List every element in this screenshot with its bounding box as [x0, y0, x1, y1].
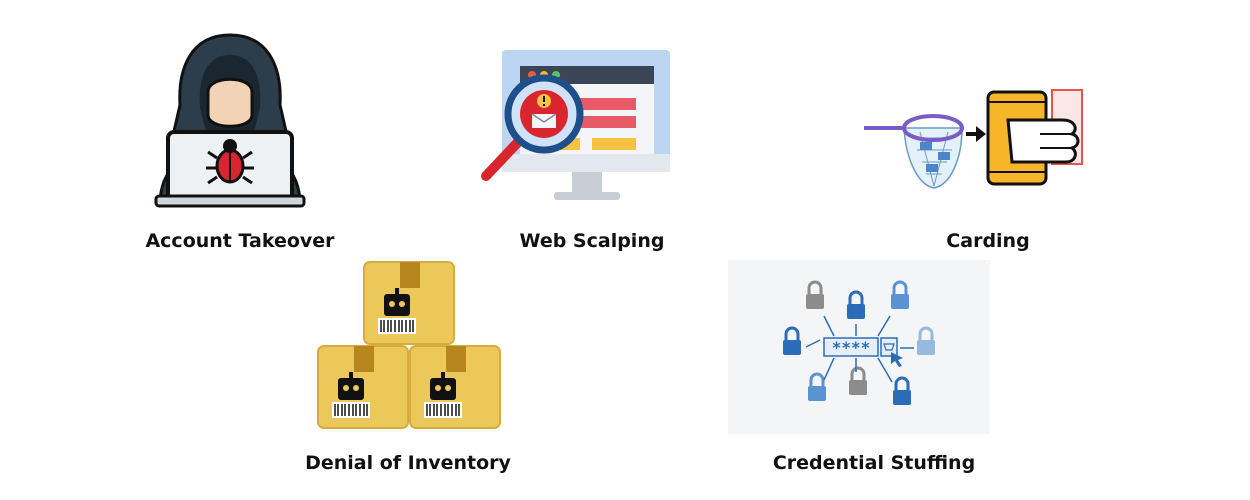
net-phone-hand-card-icon — [864, 89, 1083, 189]
stacked-boxes-robot-icon — [317, 261, 501, 429]
threat-label-denial-of-inventory: Denial of Inventory — [305, 452, 511, 474]
threat-label-credential-stuffing: Credential Stuffing — [772, 452, 976, 474]
password-lock-network-icon: **** — [728, 260, 990, 434]
monitor-magnifier-alert-icon — [481, 50, 670, 200]
hooded-hacker-laptop-bug-icon — [154, 33, 306, 208]
password-text: **** — [832, 338, 871, 357]
threat-label-web-scalping: Web Scalping — [519, 230, 665, 252]
lock-icon-top-left — [806, 280, 824, 309]
threat-label-carding: Carding — [946, 230, 1030, 252]
threat-label-account-takeover: Account Takeover — [145, 230, 335, 252]
